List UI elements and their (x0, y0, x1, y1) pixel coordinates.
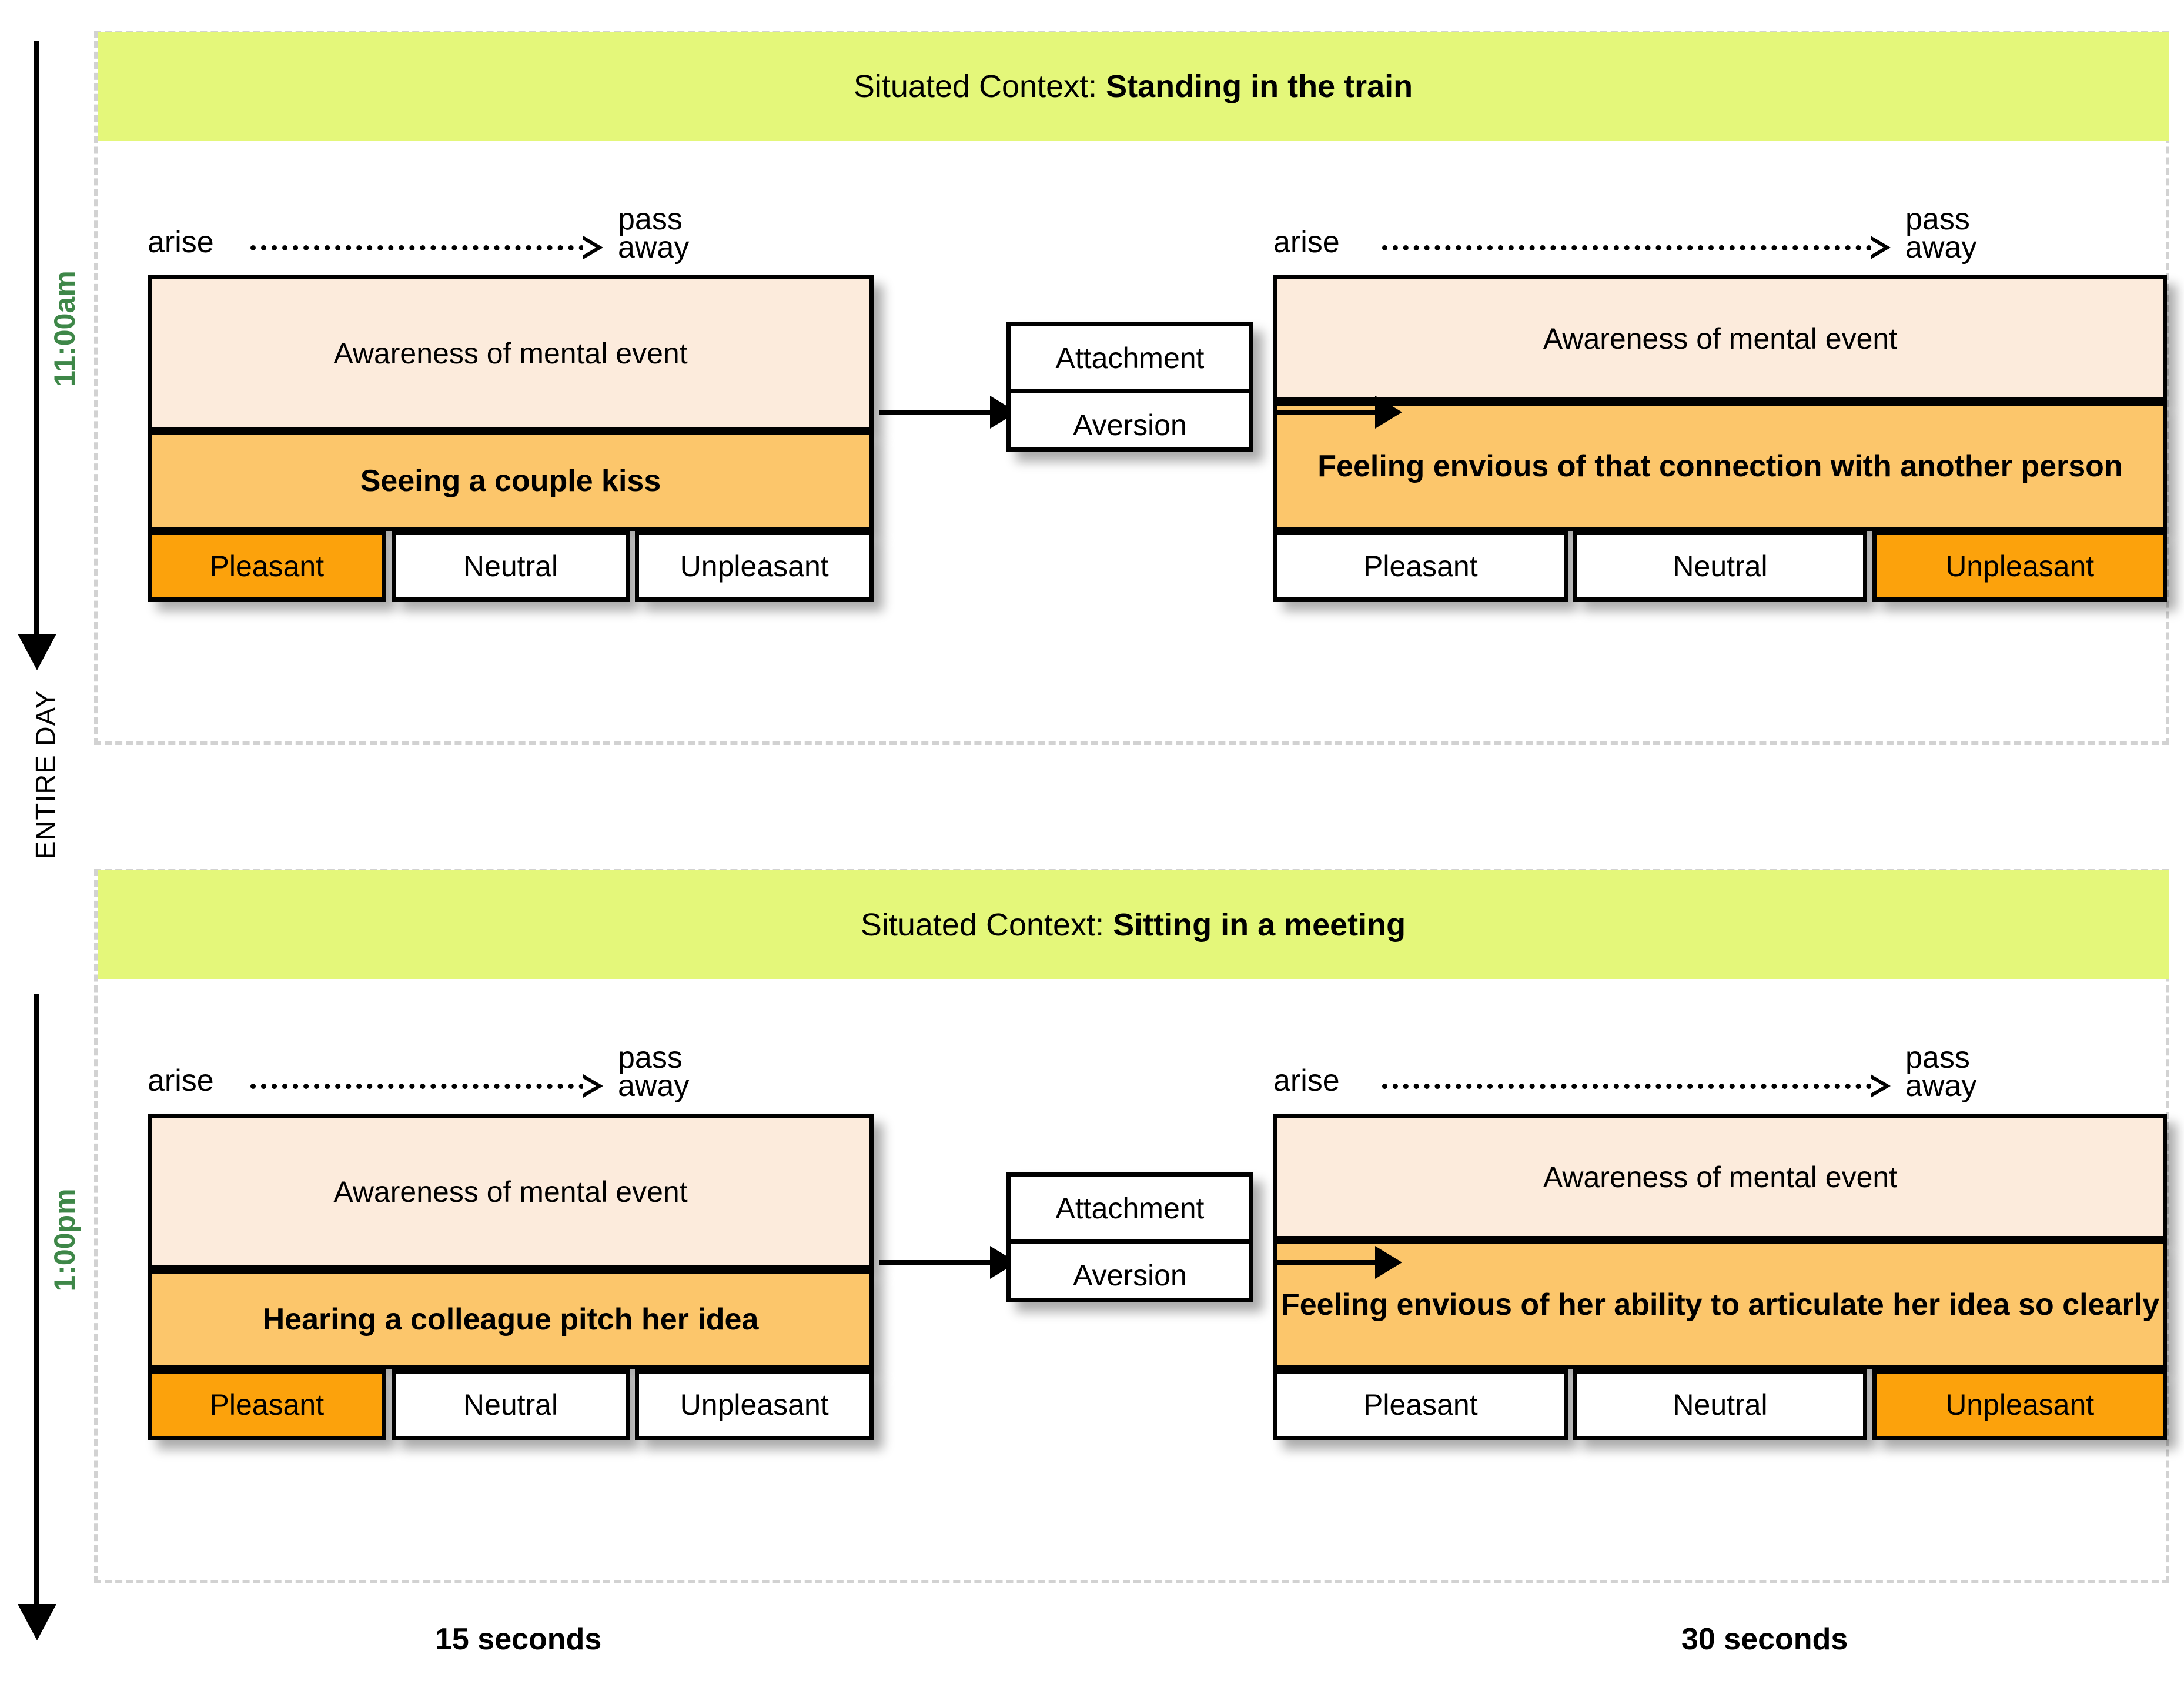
valence-cell-neutral[interactable]: Neutral (1573, 531, 1868, 602)
context-banner-1: Situated Context: Standing in the train (98, 32, 2169, 141)
session-sitting-in-a-meeting: Situated Context: Sitting in a meeting a… (94, 869, 2169, 1583)
connector-line (879, 410, 990, 415)
timeline-axis-caption: ENTIRE DAY (29, 690, 61, 860)
valence-cell-unpleasant[interactable]: Unpleasant (635, 531, 874, 602)
awareness-card-1-right: Awareness of mental event (1273, 275, 2167, 402)
valence-cell-neutral[interactable]: Neutral (391, 531, 630, 602)
pass-away-label: pass away (618, 1041, 690, 1103)
dotted-line (1382, 1083, 1872, 1089)
pass-away-label: pass away (1905, 202, 1977, 265)
awareness-card-2-right: Awareness of mental event (1273, 1114, 2167, 1240)
event-card-1-right: Feeling envious of that connection with … (1273, 402, 2167, 531)
arise-label: arise (148, 1064, 214, 1098)
pass-away-line-1: pass (1905, 202, 1970, 236)
hub-option-attachment[interactable]: Attachment (1011, 1177, 1249, 1244)
valence-row-1-right: Pleasant Neutral Unpleasant (1273, 531, 2168, 602)
valence-cell-unpleasant[interactable]: Unpleasant (1872, 1369, 2168, 1440)
valence-cell-neutral[interactable]: Neutral (1573, 1369, 1868, 1440)
reaction-hub-2: Attachment Aversion (1006, 1172, 1253, 1302)
event-card-1-left: Seeing a couple kiss (148, 431, 874, 531)
timeline-arrow-head-bottom (18, 1604, 56, 1640)
awareness-card-1-left: Awareness of mental event (148, 275, 874, 431)
episode-1-left: arise pass away Awareness of mental even… (148, 204, 874, 602)
connector-arrow-2-in (879, 1246, 1017, 1279)
timeline-arrow-head-top (18, 634, 56, 670)
arise-label: arise (148, 225, 214, 259)
connector-arrow-1-out (1276, 396, 1402, 429)
valence-cell-neutral[interactable]: Neutral (391, 1369, 630, 1440)
valence-row-2-right: Pleasant Neutral Unpleasant (1273, 1369, 2168, 1440)
hub-option-attachment[interactable]: Attachment (1011, 326, 1249, 393)
arrow-head-icon (583, 236, 603, 259)
timeline-axis: ENTIRE DAY 11:00am 1:00pm (0, 0, 100, 1684)
episode-2-left: arise pass away Awareness of mental even… (148, 1043, 874, 1440)
pass-away-line-1: pass (618, 202, 683, 236)
duration-label-right: 30 seconds (1681, 1622, 1848, 1656)
duration-label-left: 15 seconds (435, 1622, 602, 1656)
valence-cell-pleasant[interactable]: Pleasant (148, 1369, 386, 1440)
awareness-card-2-left: Awareness of mental event (148, 1114, 874, 1269)
context-banner-1-text: Situated Context: Standing in the train (854, 68, 1413, 105)
reaction-hub-1: Attachment Aversion (1006, 322, 1253, 452)
arise-dotted-arrow (250, 236, 603, 259)
time-label-11am: 11:00am (48, 270, 81, 387)
pass-away-line-1: pass (618, 1041, 683, 1075)
context-prefix-1: Situated Context: (853, 68, 1106, 104)
timeline-axis-line-bottom (34, 994, 39, 1605)
context-banner-2-text: Situated Context: Sitting in a meeting (861, 907, 1406, 943)
pass-away-line-1: pass (1905, 1041, 1970, 1075)
arise-passaway-row-1-left: arise pass away (148, 204, 874, 275)
arise-passaway-row-2-left: arise pass away (148, 1043, 874, 1114)
event-card-2-right: Feeling envious of her ability to articu… (1273, 1240, 2167, 1369)
context-value-1: Standing in the train (1106, 68, 1413, 104)
arrow-head-icon (1871, 1074, 1891, 1098)
dotted-line (250, 245, 584, 250)
context-value-2: Sitting in a meeting (1113, 907, 1406, 943)
pass-away-label: pass away (618, 202, 690, 265)
connector-line (1276, 410, 1375, 415)
pass-away-line-2: away (1905, 230, 1977, 265)
valence-cell-pleasant[interactable]: Pleasant (1273, 531, 1568, 602)
arrow-head-icon (1375, 396, 1402, 429)
pass-away-line-2: away (1905, 1068, 1977, 1103)
connector-line (879, 1260, 990, 1265)
pass-away-line-2: away (618, 230, 690, 265)
time-label-1pm: 1:00pm (48, 1188, 81, 1292)
hub-option-aversion[interactable]: Aversion (1073, 1258, 1187, 1292)
episode-1-right: arise pass away Awareness of mental even… (1273, 204, 2168, 602)
session-standing-in-the-train: Situated Context: Standing in the train … (94, 31, 2169, 745)
dotted-line (1382, 245, 1872, 250)
valence-cell-pleasant[interactable]: Pleasant (148, 531, 386, 602)
valence-cell-unpleasant[interactable]: Unpleasant (1872, 531, 2168, 602)
event-card-2-left: Hearing a colleague pitch her idea (148, 1269, 874, 1369)
valence-row-2-left: Pleasant Neutral Unpleasant (148, 1369, 874, 1440)
context-banner-2: Situated Context: Sitting in a meeting (98, 870, 2169, 979)
valence-cell-pleasant[interactable]: Pleasant (1273, 1369, 1568, 1440)
arise-passaway-row-1-right: arise pass away (1273, 204, 2167, 275)
arise-passaway-row-2-right: arise pass away (1273, 1043, 2167, 1114)
hub-option-aversion[interactable]: Aversion (1073, 408, 1187, 442)
timeline-axis-line-top (34, 41, 39, 635)
valence-row-1-left: Pleasant Neutral Unpleasant (148, 531, 874, 602)
connector-arrow-2-out (1276, 1246, 1402, 1279)
arise-dotted-arrow (250, 1074, 603, 1098)
valence-cell-unpleasant[interactable]: Unpleasant (635, 1369, 874, 1440)
arrow-head-icon (1375, 1246, 1402, 1279)
arise-label: arise (1273, 1064, 1340, 1098)
arrow-head-icon (583, 1074, 603, 1098)
pass-away-label: pass away (1905, 1041, 1977, 1103)
arrow-head-icon (1871, 236, 1891, 259)
context-prefix-2: Situated Context: (860, 907, 1113, 943)
connector-line (1276, 1260, 1375, 1265)
pass-away-line-2: away (618, 1068, 690, 1103)
episode-2-right: arise pass away Awareness of mental even… (1273, 1043, 2168, 1440)
arise-label: arise (1273, 225, 1340, 259)
connector-arrow-1-in (879, 396, 1017, 429)
arise-dotted-arrow (1382, 236, 1891, 259)
arise-dotted-arrow (1382, 1074, 1891, 1098)
dotted-line (250, 1083, 584, 1089)
